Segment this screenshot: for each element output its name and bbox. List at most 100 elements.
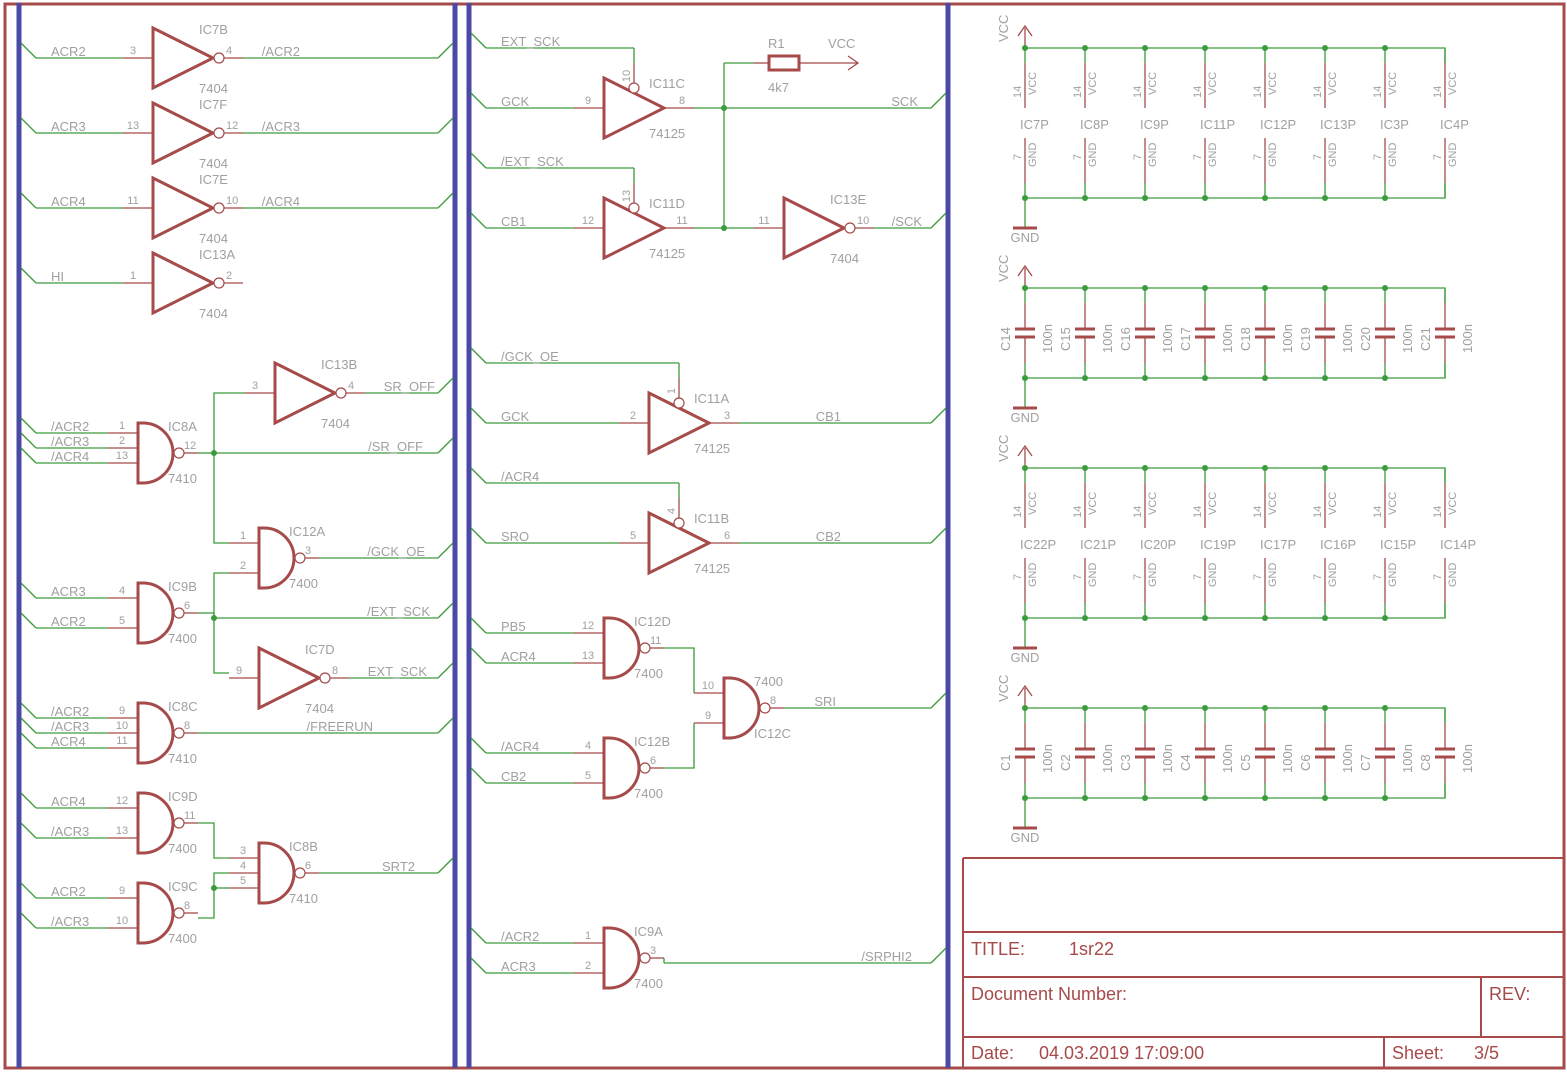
bus-entry bbox=[437, 602, 454, 619]
pin-number: 7 bbox=[1012, 574, 1024, 580]
junction-dot bbox=[1202, 615, 1208, 621]
pin-name: GND bbox=[1147, 563, 1159, 588]
part-value: 7404 bbox=[321, 416, 350, 431]
part-name: IC17P bbox=[1260, 537, 1296, 552]
vcc-rail bbox=[1025, 287, 1446, 303]
pin-number: 4 bbox=[226, 45, 232, 57]
pin-number: 7 bbox=[1192, 574, 1204, 580]
junction-dot bbox=[1322, 375, 1328, 381]
bus-entry bbox=[20, 882, 37, 899]
net-label: /ACR3 bbox=[51, 719, 89, 734]
part-value: 7410 bbox=[168, 471, 197, 486]
pin-number: 7 bbox=[1252, 154, 1264, 160]
vcc-rail bbox=[1025, 47, 1446, 63]
junction-dot bbox=[1142, 465, 1148, 471]
net-label: /EXT_SCK bbox=[367, 604, 430, 619]
bus-entry bbox=[437, 662, 454, 679]
part-name: IC13A bbox=[199, 247, 235, 262]
bus-entry bbox=[20, 42, 37, 59]
bus-lines bbox=[16, 3, 951, 1068]
inversion-bubble bbox=[335, 387, 347, 399]
inversion-bubble bbox=[213, 52, 225, 64]
pin-number: 8 bbox=[332, 665, 338, 677]
pin-number: 13 bbox=[621, 190, 633, 202]
inversion-bubble bbox=[759, 702, 771, 714]
vcc-arrow-icon bbox=[1017, 24, 1033, 37]
bus-entry bbox=[20, 792, 37, 809]
bus-entry bbox=[20, 417, 37, 434]
pin-number: 5 bbox=[240, 875, 246, 887]
part-name: IC13E bbox=[830, 192, 866, 207]
part-name: C5 bbox=[1238, 754, 1253, 771]
vcc-arrow-icon bbox=[1017, 264, 1033, 277]
part-value: 7404 bbox=[199, 81, 228, 96]
pin-name: GND bbox=[1267, 563, 1279, 588]
junction-dot bbox=[1202, 285, 1208, 291]
part-value: 7400 bbox=[754, 674, 783, 689]
net-label: /SR_OFF bbox=[368, 439, 423, 454]
junction-dot bbox=[1022, 195, 1028, 201]
pin-name: VCC bbox=[1327, 492, 1339, 515]
pin-number: 10 bbox=[226, 195, 238, 207]
net-label: /EXT_SCK bbox=[501, 154, 564, 169]
net-label: SRO bbox=[501, 529, 529, 544]
pin-number: 4 bbox=[585, 740, 591, 752]
part-name: IC4P bbox=[1440, 117, 1469, 132]
net-wire bbox=[213, 572, 229, 674]
net-wire bbox=[198, 872, 229, 919]
part-value: 74125 bbox=[649, 246, 685, 261]
part-value: 100n bbox=[1400, 324, 1415, 353]
vcc-label: VCC bbox=[996, 255, 1011, 282]
junction-dot bbox=[1262, 45, 1268, 51]
junction-dot bbox=[1142, 795, 1148, 801]
pin-number: 13 bbox=[116, 450, 128, 462]
pin-number: 4 bbox=[240, 860, 246, 872]
net-label: GCK bbox=[501, 94, 530, 109]
pin-number: 7 bbox=[1372, 154, 1384, 160]
junction-dot bbox=[1022, 285, 1028, 291]
part-value: 100n bbox=[1100, 744, 1115, 773]
vcc-label: VCC bbox=[996, 675, 1011, 702]
bus-entry bbox=[437, 42, 454, 59]
net-label: PB5 bbox=[501, 619, 526, 634]
part-value: 100n bbox=[1040, 744, 1055, 773]
gate-body bbox=[151, 250, 217, 316]
pin-name: GND bbox=[1207, 563, 1219, 588]
bus-entry bbox=[470, 32, 487, 49]
junction-dot bbox=[1382, 45, 1388, 51]
junction-dot bbox=[1142, 285, 1148, 291]
net-label: /ACR2 bbox=[262, 44, 300, 59]
bus-entry bbox=[930, 692, 947, 709]
junction-dot bbox=[1262, 795, 1268, 801]
part-name: IC19P bbox=[1200, 537, 1236, 552]
inversion-bubble bbox=[173, 447, 185, 459]
bus-entry bbox=[470, 152, 487, 169]
pin-number: 7 bbox=[1192, 154, 1204, 160]
pin-name: GND bbox=[1387, 143, 1399, 168]
part-name: IC9A bbox=[634, 924, 663, 939]
bus-entry bbox=[930, 407, 947, 424]
part-name: IC7E bbox=[199, 172, 228, 187]
pin-number: 2 bbox=[240, 560, 246, 572]
bus-entry bbox=[20, 822, 37, 839]
part-value: 74125 bbox=[649, 126, 685, 141]
net-label: ACR3 bbox=[51, 119, 86, 134]
bus-entry bbox=[20, 267, 37, 284]
part-value: 7400 bbox=[634, 976, 663, 991]
part-name: IC11B bbox=[694, 511, 729, 526]
title-block: TITLE: 1sr22 Document Number: REV: Date:… bbox=[962, 857, 1565, 1068]
net-label: HI bbox=[51, 269, 64, 284]
